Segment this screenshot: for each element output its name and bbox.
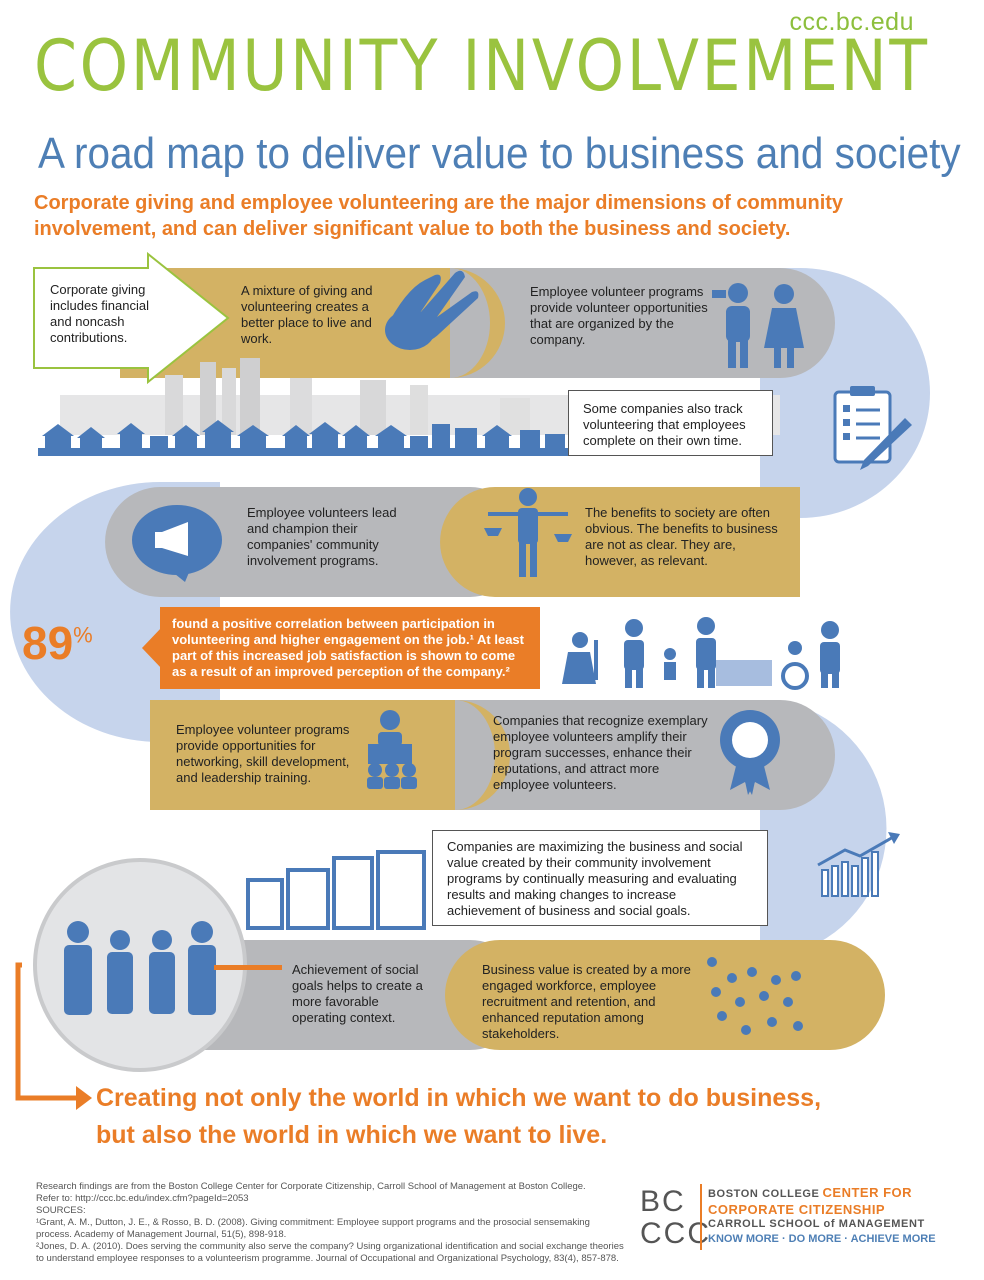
footer-sources: Research findings are from the Boston Co… xyxy=(36,1181,626,1265)
closing-line-1: Creating not only the world in which we … xyxy=(96,1084,822,1112)
programs-text: Employee volunteer programs provide volu… xyxy=(530,284,708,347)
recognize-text: Companies that recognize exemplary emplo… xyxy=(493,713,708,792)
site-url[interactable]: ccc.bc.edu xyxy=(789,8,914,36)
office-buildings xyxy=(246,850,426,930)
presenter-icon xyxy=(367,710,417,789)
social-goals-text: Achievement of social goals helps to cre… xyxy=(292,962,423,1025)
closing-statement: Creating not only the world in which we … xyxy=(96,1080,821,1154)
sources-label: SOURCES: xyxy=(36,1205,86,1216)
people-helping-icon xyxy=(562,617,840,690)
stat-box: found a positive correlation between par… xyxy=(160,607,540,689)
research-note: Research findings are from the Boston Co… xyxy=(36,1181,586,1192)
globe-people-icon xyxy=(33,858,247,1072)
logo-text: BOSTON COLLEGE CENTER FOR CORPORATE CITI… xyxy=(708,1185,936,1245)
stat-arrow xyxy=(142,627,162,669)
volunteers-painting-icon xyxy=(712,283,804,368)
source-1: ¹Grant, A. M., Dutton, J. E., & Rosso, B… xyxy=(36,1217,590,1240)
stakeholder-network-icon xyxy=(707,957,803,1035)
track-text: Some companies also track volunteering t… xyxy=(583,401,746,448)
page-title: COMMUNITY INVOLVEMENT xyxy=(34,25,930,107)
road-band-gold-3 xyxy=(150,700,525,810)
refer-link[interactable]: Refer to: http://ccc.bc.edu/index.cfm?pa… xyxy=(36,1193,249,1204)
megaphone-icon xyxy=(132,505,222,582)
benefits-text: The benefits to society are often obviou… xyxy=(585,505,778,568)
growth-chart-icon xyxy=(817,832,900,897)
closing-arrow xyxy=(15,962,92,1110)
road-band-gray-2 xyxy=(105,487,525,597)
maximizing-box: Companies are maximizing the business an… xyxy=(432,830,768,926)
closing-line-2: but also the world in which we want to l… xyxy=(96,1121,608,1149)
giving-note: Corporate giving includes financial and … xyxy=(50,282,150,345)
intro-text: Corporate giving and employee volunteeri… xyxy=(34,192,844,240)
road-band-gold-1 xyxy=(120,268,540,378)
logo-divider xyxy=(700,1184,702,1250)
giving-arrow-shape xyxy=(33,252,230,385)
connector-line xyxy=(214,965,282,970)
hands-icon xyxy=(385,270,479,350)
track-box: Some companies also track volunteering t… xyxy=(568,390,773,456)
mixture-text: A mixture of giving and volunteering cre… xyxy=(241,283,373,346)
award-ribbon-icon xyxy=(720,710,780,795)
clipboard-icon xyxy=(833,386,912,470)
lead-text: Employee volunteers lead and champion th… xyxy=(247,505,397,568)
bcccc-logo-mark: BC CCC xyxy=(640,1185,711,1250)
source-2: ²Jones, D. A. (2010). Does serving the c… xyxy=(36,1241,624,1264)
stat-percentage: 89% xyxy=(22,617,93,669)
balance-scale-icon xyxy=(484,488,572,577)
maximizing-text: Companies are maximizing the business an… xyxy=(447,839,743,918)
networking-text: Employee volunteer programs provide oppo… xyxy=(176,722,350,785)
business-value-text: Business value is created by a more enga… xyxy=(482,962,691,1041)
page-subtitle: A road map to deliver value to business … xyxy=(38,129,961,178)
